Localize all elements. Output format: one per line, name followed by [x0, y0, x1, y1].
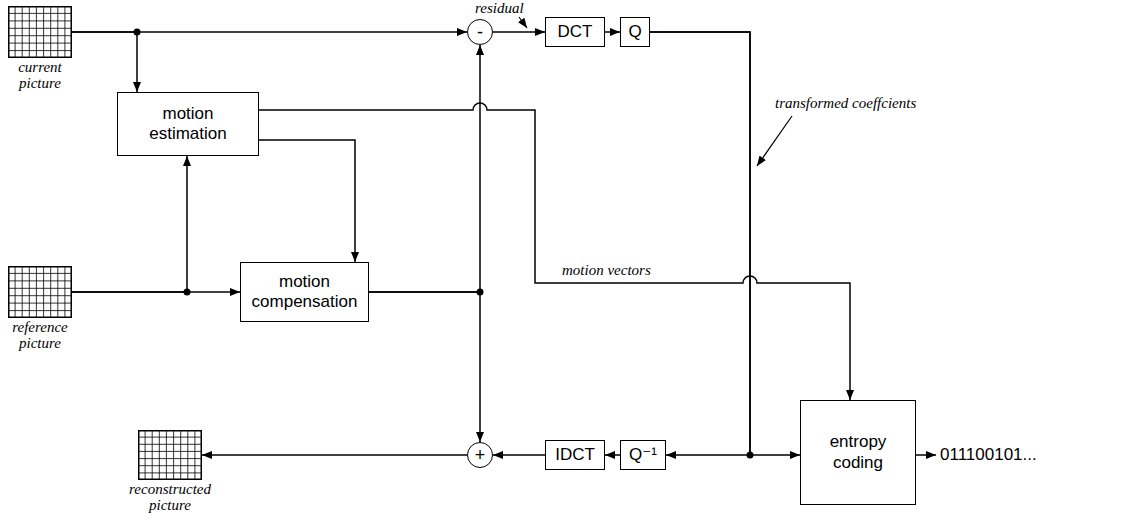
process-box: entropy coding [800, 400, 916, 505]
bitstream-output: 011100101... [940, 445, 1037, 465]
edge-group [72, 29, 850, 459]
flow-connector [72, 32, 137, 92]
flow-connector [72, 291, 240, 293]
grid-border [9, 267, 72, 318]
flow-connector [605, 454, 620, 456]
picture-frame: reference picture [8, 266, 72, 318]
picture-grid [8, 6, 72, 58]
leader-arrow [757, 116, 792, 166]
flow-connector [202, 454, 467, 456]
flow-connector [493, 454, 545, 456]
node-label: entropy coding [807, 432, 909, 473]
picture-frame: reconstructed picture [138, 430, 202, 480]
picture-frame: current picture [8, 6, 72, 58]
process-box: DCT [545, 17, 605, 47]
flow-connector [369, 45, 480, 292]
node-label: + [475, 446, 486, 464]
leader-arrow [519, 17, 527, 28]
node-label: Q⁻¹ [629, 445, 657, 465]
flow-connector [369, 292, 480, 442]
process-box: Q⁻¹ [620, 440, 666, 470]
grid-border [139, 431, 202, 480]
junction-dot [134, 29, 141, 36]
node-label: IDCT [555, 445, 595, 465]
node-label: DCT [558, 22, 593, 42]
grid-lines [8, 6, 72, 58]
flow-connector [605, 31, 620, 33]
node-label: - [477, 23, 483, 41]
subtract-node: - [467, 19, 493, 45]
picture-label: reconstructed picture [122, 482, 218, 514]
process-box: motion compensation [240, 262, 369, 322]
grid-border [9, 7, 72, 58]
callout-label: residual [475, 0, 524, 17]
node-label: motion estimation [124, 104, 252, 145]
flow-connector [493, 31, 545, 33]
callout-label: transformed coeffcients [775, 95, 916, 112]
add-node: + [467, 442, 493, 468]
edge-label: motion vectors [560, 262, 653, 279]
picture-label: current picture [2, 60, 78, 92]
grid-lines [8, 266, 72, 318]
node-label: motion compensation [247, 272, 362, 313]
flow-connector [259, 140, 355, 262]
flow-connector [650, 32, 750, 455]
picture-grid [8, 266, 72, 318]
picture-grid [138, 430, 202, 480]
flow-connector [259, 103, 850, 400]
picture-label: reference picture [2, 320, 78, 352]
process-box: IDCT [545, 440, 605, 470]
process-box: motion estimation [117, 92, 259, 156]
node-label: Q [628, 22, 641, 42]
grid-lines [138, 430, 202, 480]
flow-connector [72, 156, 187, 292]
process-box: Q [620, 17, 650, 47]
